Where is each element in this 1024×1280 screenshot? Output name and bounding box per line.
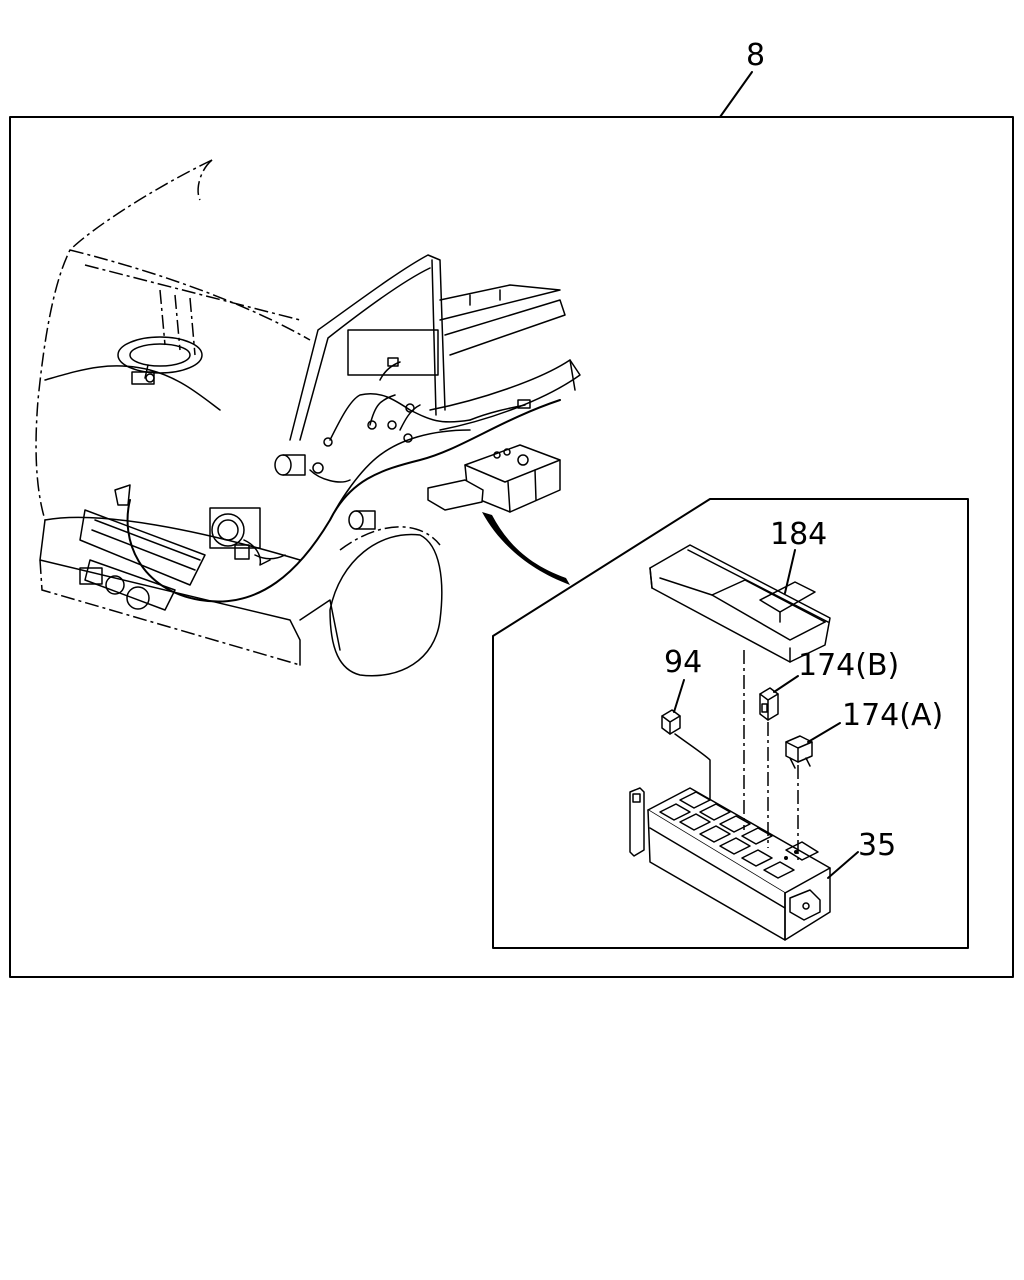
cylinder-components [274, 454, 376, 530]
relay-174b[interactable] [759, 687, 779, 721]
location-arrow [482, 512, 570, 585]
relay-box-cover[interactable] [649, 544, 831, 663]
callout-94[interactable]: 94 [664, 645, 702, 713]
callout-8[interactable]: 8 [719, 38, 765, 118]
callout-94-leader [673, 679, 685, 713]
callout-184-leader [784, 549, 796, 594]
callout-35[interactable]: 35 [827, 828, 896, 879]
callout-35-leader [827, 851, 859, 879]
truck-cab-illustration [35, 159, 581, 677]
callout-174b[interactable]: 174(B) [773, 648, 899, 693]
callout-174a-label: 174(A) [842, 698, 943, 733]
callout-184[interactable]: 184 [770, 517, 827, 594]
outer-frame [9, 116, 1014, 978]
relay-174a[interactable] [785, 735, 813, 769]
front-grille [79, 509, 206, 611]
blower-unit [209, 507, 271, 566]
relay-box-location [427, 479, 484, 511]
callout-94-label: 94 [664, 645, 702, 680]
callout-8-leader [719, 71, 753, 118]
callout-8-label: 8 [746, 38, 765, 73]
callout-35-label: 35 [858, 828, 896, 863]
callout-184-label: 184 [770, 517, 827, 552]
detail-inset-frame [492, 498, 969, 949]
callout-174a-leader [807, 722, 841, 743]
callout-174b-leader [773, 675, 799, 693]
steering-wheel [117, 336, 203, 385]
relay-94[interactable] [661, 709, 711, 801]
callout-174a[interactable]: 174(A) [807, 698, 943, 743]
callout-174b-label: 174(B) [798, 648, 899, 683]
wiring-harness [126, 357, 561, 603]
relay-box[interactable] [629, 787, 831, 941]
